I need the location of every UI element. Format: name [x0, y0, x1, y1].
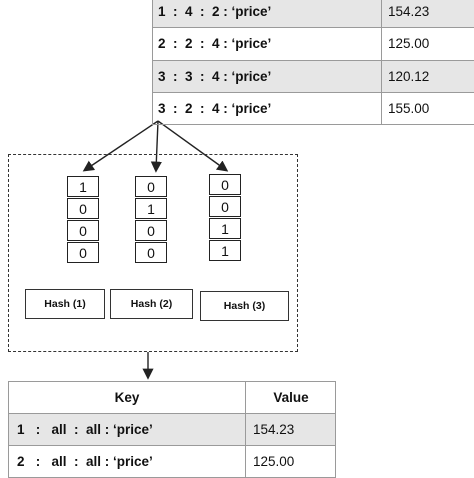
row-value: 155.00	[388, 101, 430, 117]
bloom-filter-box	[8, 154, 298, 352]
arrow-to-bit-array-2	[150, 120, 162, 173]
row-value: 125.00	[253, 454, 295, 469]
key-header: Key	[114, 390, 140, 405]
bit-cell: 0	[209, 174, 241, 195]
table-row: 2 : all : all : ‘price’ 125.00	[9, 445, 335, 477]
row-value: 125.00	[388, 36, 430, 52]
row-value: 154.23	[388, 4, 430, 20]
value-header: Value	[273, 390, 309, 405]
arrow-to-bit-array-3	[157, 120, 229, 172]
row-key: 1 : all : all : ‘price’	[17, 422, 153, 437]
bit-cell: 1	[209, 240, 241, 261]
bit-array-3: 0 0 1 1	[209, 174, 241, 261]
bit-cell: 0	[135, 220, 167, 241]
row-key: 1 : 4 : 2 : ‘price’	[158, 4, 272, 20]
table-row: 1 : all : all : ‘price’ 154.23	[9, 413, 335, 445]
bit-cell: 1	[67, 176, 99, 197]
row-key: 3 : 3 : 4 : ‘price’	[158, 68, 272, 84]
hash-function-2: Hash (2)	[110, 289, 193, 319]
hash-function-1: Hash (1)	[25, 289, 105, 319]
bit-cell: 0	[209, 196, 241, 217]
bit-cell: 0	[135, 242, 167, 263]
table-row: 2 : 2 : 4 : ‘price’ 125.00	[152, 27, 474, 60]
table-row: 3 : 3 : 4 : ‘price’ 120.12	[152, 59, 474, 92]
row-key: 2 : all : all : ‘price’	[17, 454, 153, 469]
row-key: 3 : 2 : 4 : ‘price’	[158, 101, 272, 117]
bit-cell: 1	[209, 218, 241, 239]
bit-cell: 0	[67, 220, 99, 241]
bit-array-2: 0 1 0 0	[135, 176, 167, 263]
hash-function-3: Hash (3)	[200, 291, 289, 321]
bit-array-1: 1 0 0 0	[67, 176, 99, 263]
table-header-row: Key Value	[9, 382, 335, 413]
row-value: 154.23	[253, 422, 295, 437]
table-row: 3 : 2 : 4 : ‘price’ 155.00	[152, 91, 474, 126]
row-key: 2 : 2 : 4 : ‘price’	[158, 36, 272, 52]
arrow-to-bit-array-1	[82, 120, 159, 172]
bit-cell: 1	[135, 198, 167, 219]
result-table: Key Value 1 : all : all : ‘price’ 154.23…	[8, 381, 336, 478]
bit-cell: 0	[67, 198, 99, 219]
table-row: 1 : 4 : 2 : ‘price’ 154.23	[152, 0, 474, 28]
row-value: 120.12	[388, 68, 430, 84]
input-table: 1 : 4 : 2 : ‘price’ 154.23 2 : 2 : 4 : ‘…	[152, 0, 474, 126]
bit-cell: 0	[67, 242, 99, 263]
bit-cell: 0	[135, 176, 167, 197]
